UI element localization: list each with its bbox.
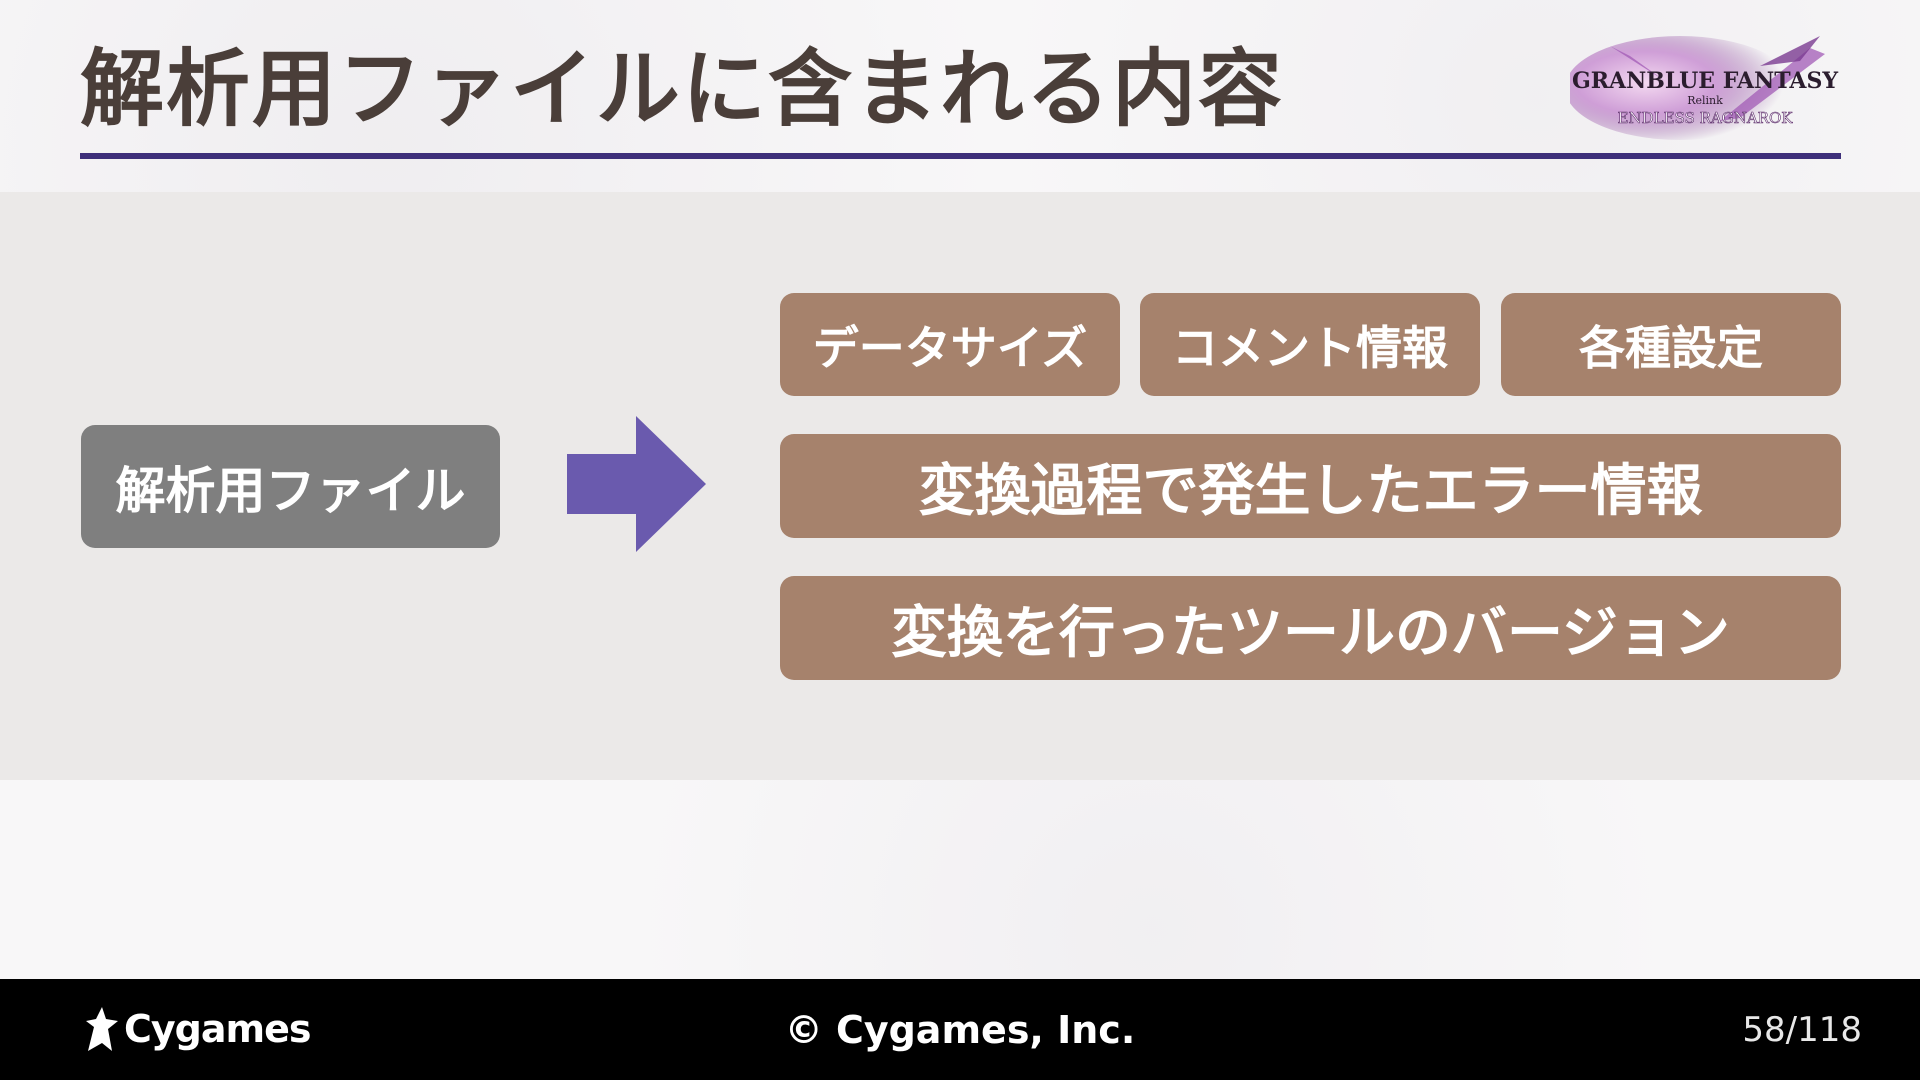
item-error-info: 変換過程で発生したエラー情報 [780,434,1841,538]
item-data-size: データサイズ [780,293,1120,396]
footer-bar: Cygames © Cygames, Inc. 58/118 [0,979,1920,1080]
logo-title-text: GRANBLUE FANTASY [1572,68,1838,94]
item-tool-version: 変換を行ったツールのバージョン [780,576,1841,680]
right-arrow-icon [567,416,706,552]
brand-name: Cygames [124,1007,311,1051]
logo-subtitle-text: Relink [1687,94,1723,107]
cygames-logo-icon [86,1007,118,1051]
item-comment-info: コメント情報 [1140,293,1480,396]
footer-brand: Cygames [80,1001,311,1057]
page-number: 58/118 [1742,1010,1862,1050]
source-file-box: 解析用ファイル [81,425,500,548]
slide-title: 解析用ファイルに含まれる内容 [80,40,1285,138]
game-logo: GRANBLUE FANTASY Relink ENDLESS RAGNAROK [1570,26,1840,144]
copyright-text: © Cygames, Inc. [784,1008,1136,1052]
logo-tagline-text: ENDLESS RAGNAROK [1618,109,1794,127]
item-settings: 各種設定 [1501,293,1841,396]
title-underline [80,153,1841,159]
